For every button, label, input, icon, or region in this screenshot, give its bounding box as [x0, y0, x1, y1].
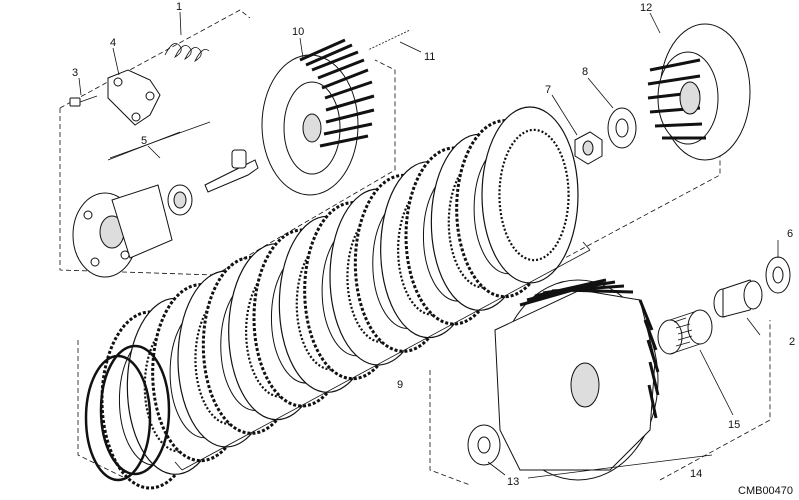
callout-13: 13 — [507, 476, 519, 488]
leader-lines — [78, 11, 779, 476]
part-spring-11 — [366, 26, 412, 54]
part-nut-7 — [574, 131, 603, 165]
callout-2: 2 — [789, 336, 795, 348]
part-screw-3 — [69, 95, 98, 107]
part-needle-bearing-15 — [657, 309, 713, 355]
callout-9: 9 — [397, 379, 403, 391]
callout-14: 14 — [690, 468, 702, 480]
part-bush-2 — [713, 279, 763, 318]
frame-basket-right — [659, 320, 771, 481]
clutch-plate-inner — [498, 128, 570, 262]
bracket-upper — [107, 131, 181, 161]
reference-code: CMB00470 — [738, 485, 793, 497]
part-washer-13 — [467, 424, 501, 466]
frame-plates-left — [77, 340, 126, 479]
callout-15: 15 — [728, 419, 740, 431]
callout-10: 10 — [292, 26, 304, 38]
retaining-ring — [99, 344, 171, 476]
bracket-basket — [527, 454, 713, 479]
part-basket-14 — [494, 278, 660, 481]
callout-8: 8 — [582, 66, 588, 78]
frame-upper-left-side — [59, 108, 216, 276]
part-washer-8 — [607, 107, 637, 149]
callout-6: 6 — [787, 228, 793, 240]
callout-11: 11 — [424, 51, 435, 63]
callout-5: 5 — [141, 135, 147, 147]
part-bearing — [167, 184, 193, 216]
callout-3: 3 — [72, 67, 78, 79]
part-pushrod-5 — [109, 121, 259, 193]
callout-1: 1 — [176, 1, 182, 13]
part-plate-4 — [107, 69, 161, 126]
callout-labels: 1 2 3 4 5 6 7 8 9 10 11 12 13 14 15 CMB0… — [72, 1, 795, 497]
callout-7: 7 — [545, 84, 551, 96]
part-pressure-plate — [72, 184, 173, 278]
part-drum-12 — [647, 23, 751, 161]
clutch-plate-stack-9 — [84, 106, 579, 490]
frame-basket-left — [429, 370, 471, 486]
part-hub-10 — [261, 38, 375, 196]
part-spring-1 — [164, 42, 210, 63]
clutch-plate — [481, 106, 579, 284]
bracket-plates — [174, 241, 591, 471]
callout-12: 12 — [640, 2, 652, 14]
callout-4: 4 — [110, 37, 116, 49]
frame-upper-left-right — [214, 59, 396, 276]
part-washer-6 — [765, 256, 791, 294]
